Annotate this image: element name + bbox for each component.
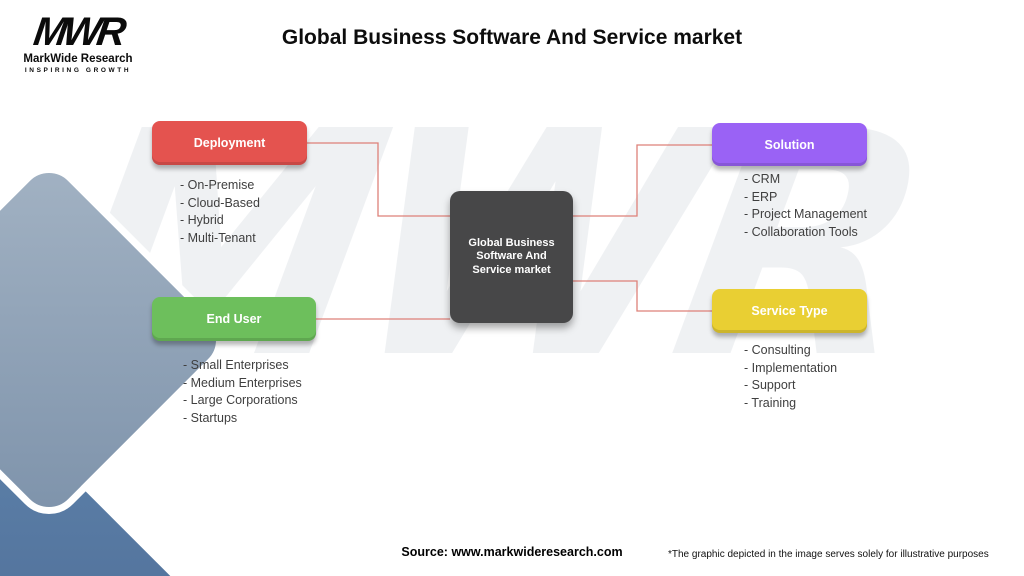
list-item: - Medium Enterprises — [183, 375, 302, 390]
category-label-solution: Solution — [764, 137, 815, 152]
list-item: - Support — [744, 378, 796, 393]
list-item: - Consulting — [744, 343, 811, 357]
connector-deployment — [307, 142, 450, 217]
list-item: - ERP — [744, 189, 778, 204]
markwide-research-logo: MWR MarkWide Research INSPIRING GROWTH — [20, 10, 136, 74]
center-node: Global Business Software And Service mar… — [450, 191, 573, 323]
category-list-end-user: - Small Enterprises - Medium Enterprises… — [183, 357, 302, 427]
disclaimer-text: *The graphic depicted in the image serve… — [668, 549, 989, 560]
list-item: - Project Management — [744, 207, 867, 222]
list-item: - CRM — [744, 172, 781, 186]
category-label-deployment: Deployment — [193, 136, 266, 150]
list-item: - Implementation — [744, 360, 838, 375]
source-line: Source: www.markwideresearch.com — [401, 545, 622, 559]
list-item: - Collaboration Tools — [744, 224, 858, 239]
category-box-solution: Solution — [712, 123, 867, 166]
list-item: - Small Enterprises — [183, 358, 289, 372]
category-box-end-user: End User — [152, 297, 316, 341]
list-item: - Cloud-Based — [180, 195, 260, 210]
list-item: - Multi-Tenant — [180, 230, 256, 245]
category-list-solution: - CRM - ERP - Project Management - Colla… — [744, 171, 867, 241]
category-label-end-user: End User — [206, 312, 262, 326]
category-list-deployment: - On-Premise - Cloud-Based - Hybrid - Mu… — [180, 177, 260, 247]
connector-service-type — [573, 280, 712, 312]
category-list-service-type: - Consulting - Implementation - Support … — [744, 342, 837, 412]
logo-tagline: INSPIRING GROWTH — [24, 67, 132, 74]
list-item: - Large Corporations — [183, 393, 298, 408]
list-item: - On-Premise — [180, 178, 255, 192]
logo-name: MarkWide Research — [23, 53, 133, 65]
list-item: - Startups — [183, 410, 238, 425]
connector-solution — [573, 144, 712, 217]
list-item: - Training — [744, 395, 797, 410]
page-title: Global Business Software And Service mar… — [281, 26, 743, 49]
center-node-label: Global Business Software And Service mar… — [468, 236, 555, 276]
source-url: www.markwideresearch.com — [451, 545, 623, 559]
source-label: Source: — [401, 545, 448, 559]
category-label-service-type: Service Type — [751, 304, 828, 318]
category-box-service-type: Service Type — [712, 289, 867, 333]
list-item: - Hybrid — [180, 213, 224, 228]
category-box-deployment: Deployment — [152, 121, 307, 165]
